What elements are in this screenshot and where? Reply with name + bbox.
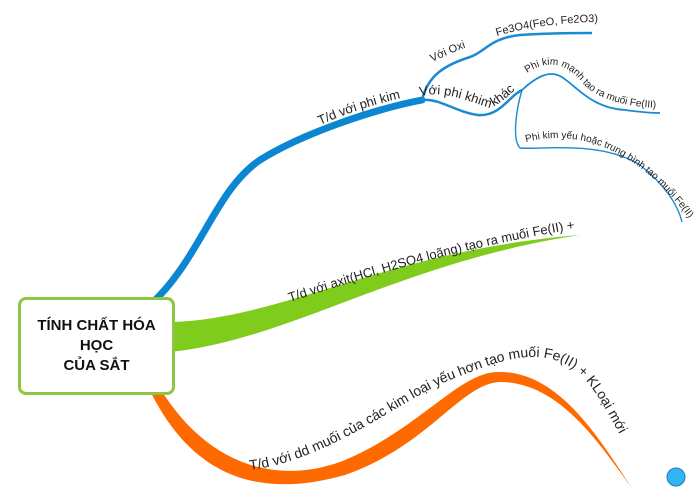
label-strong-nonmetal: Phi kim mạnh tao ra muối Fe(III) [523,56,657,110]
svg-text:T/d với axit(HCl, H2SO4 loãng): T/d với axit(HCl, H2SO4 loãng) tạo ra mu… [0,0,579,305]
label-fe3o4: Fe3O4(FeO, Fe2O3) [494,13,598,39]
central-line-1: TÍNH CHẤT HÓA HỌC [37,317,156,354]
label-weak-nonmetal: Phi kim yếu hoặc trung bình tao muối Fe(… [524,129,695,220]
branch-strong [521,73,661,114]
branch-weak [514,89,683,223]
branch-other [421,88,523,117]
central-topic[interactable]: TÍNH CHẤT HÓA HỌC CỦA SẮT [18,297,175,395]
branch-oxi [420,31,593,101]
branch-acid [170,235,580,352]
svg-text:Fe3O4(FeO, Fe2O3): Fe3O4(FeO, Fe2O3) [494,13,598,39]
svg-text:Phi kim mạnh tao ra muối Fe(II: Phi kim mạnh tao ra muối Fe(III) [523,56,657,110]
label-acid: T/d với axit(HCl, H2SO4 loãng) tạo ra mu… [0,0,579,305]
branch-nonmetal [146,96,426,309]
branch-salt [145,370,632,488]
svg-text:Phi kim yếu hoặc trung bình ta: Phi kim yếu hoặc trung bình tao muối Fe(… [524,129,695,220]
central-line-2: CỦA SẮT [63,357,130,374]
blue-dot[interactable] [666,467,686,487]
